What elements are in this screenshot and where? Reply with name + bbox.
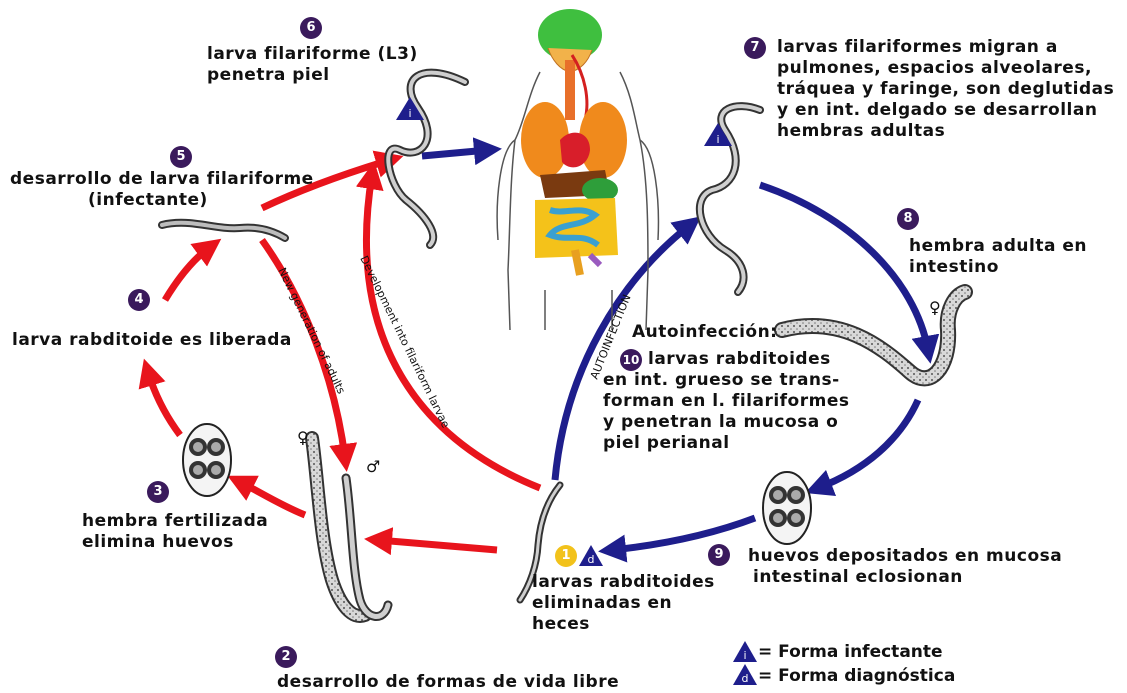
legend-diagnostic-text: = Forma diagnóstica	[758, 666, 955, 686]
step-6-badge: 6	[300, 17, 322, 39]
arrow-1-to-2	[378, 540, 497, 550]
svg-text:d: d	[588, 553, 595, 566]
label-development: Development into filariform larvae	[357, 254, 452, 431]
step-7-badge: 7	[744, 37, 766, 59]
arrow-6-to-body	[422, 150, 488, 156]
legend-diagnostic-marker: d	[733, 664, 757, 685]
arrow-3-to-4	[148, 372, 180, 435]
legend-infective-text: = Forma infectante	[758, 642, 943, 662]
arrow-9-to-1	[612, 518, 755, 550]
step-10-title: Autoinfección:	[632, 322, 777, 343]
filariform-larva-7-icon	[700, 106, 760, 292]
step-5-badge: 5	[170, 146, 192, 168]
step-5-label: desarrollo de larva filariforme(infectan…	[10, 169, 314, 211]
svg-text:i: i	[716, 133, 719, 146]
legend-infective-marker: i	[733, 641, 757, 662]
egg-3-icon	[183, 424, 231, 496]
svg-text:i: i	[408, 107, 411, 120]
step-9-badge: 9	[708, 544, 730, 566]
step-2-badge: 2	[275, 646, 297, 668]
step-2-label: desarrollo de formas de vida libre	[277, 672, 619, 693]
egg-9-icon	[763, 472, 811, 544]
female-symbol-right: ♀	[929, 298, 941, 317]
step-8-badge: 8	[897, 208, 919, 230]
step-1-badge: 1	[555, 545, 577, 567]
diagnostic-marker-1: d	[579, 545, 603, 566]
female-symbol-left: ♀	[297, 428, 309, 447]
step-4-badge: 4	[128, 289, 150, 311]
svg-text:d: d	[742, 672, 749, 685]
male-symbol-left: ♂	[366, 457, 380, 476]
step-6-label: larva filariforme (L3)penetra piel	[207, 44, 418, 86]
step-4-label: larva rabditoide es liberada	[12, 330, 292, 351]
svg-text:i: i	[743, 649, 746, 662]
arrow-4-to-5	[165, 247, 210, 300]
step-3-badge: 3	[147, 481, 169, 503]
